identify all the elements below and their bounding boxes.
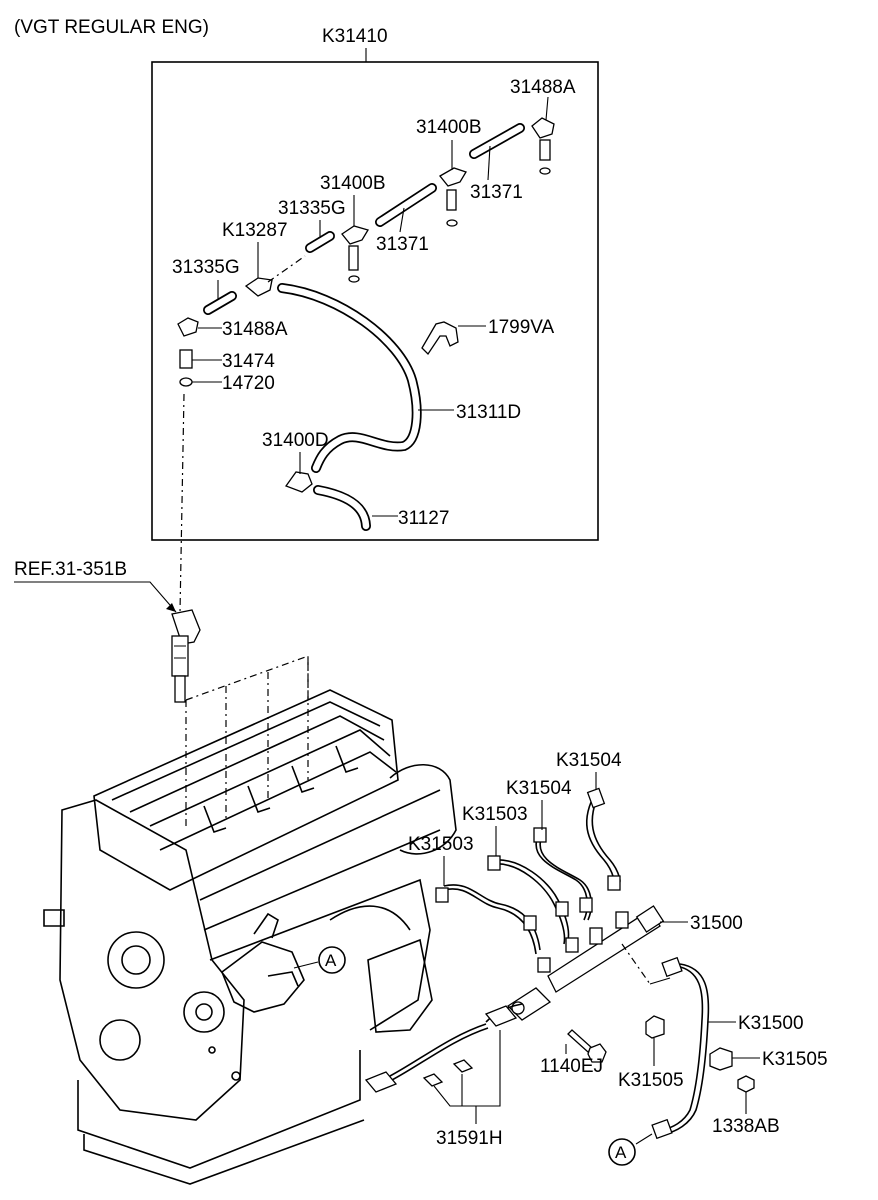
injection-pipe-K31503-b	[435, 884, 551, 973]
assembly-code-label: K31410	[322, 26, 388, 47]
connection-marker-a-lower: A	[608, 1133, 653, 1166]
label-31311D: 31311D	[456, 402, 521, 423]
label-K31504-b: K31504	[506, 778, 572, 799]
wiring-harness-31591H	[364, 1003, 523, 1093]
label-31371-middle: 31371	[376, 234, 429, 255]
rail-outlet-fitting	[615, 911, 629, 929]
label-14720: 14720	[222, 373, 275, 394]
clip-31474	[179, 349, 193, 369]
tee-connector-middle	[341, 225, 369, 283]
label-31488A-top: 31488A	[510, 77, 576, 98]
label-1799VA: 1799VA	[488, 317, 555, 338]
label-K31503-b: K31503	[408, 834, 474, 855]
clip-K31505-a	[645, 1015, 665, 1039]
label-31474: 31474	[222, 351, 275, 372]
svg-text:A: A	[325, 951, 337, 970]
return-line-assembly-box	[151, 61, 599, 541]
engine-block	[43, 655, 457, 1185]
return-hose-31371-upper	[469, 123, 525, 159]
label-K31505-a: K31505	[618, 1070, 684, 1091]
rail-outlet-fitting	[589, 927, 603, 945]
label-K31504-a: K31504	[556, 750, 622, 771]
bolt-1140EJ	[567, 1029, 607, 1063]
label-31500: 31500	[690, 913, 743, 934]
injection-pipe-K31504-b	[533, 827, 593, 921]
nut-1338AB	[737, 1075, 755, 1093]
clip-1799VA	[421, 321, 459, 356]
short-hose-31335G-upper	[305, 231, 335, 253]
connection-marker-a-upper: A	[293, 946, 346, 974]
common-rail-31500	[506, 905, 665, 1021]
label-1140EJ: 1140EJ	[540, 1056, 603, 1077]
injector-center-line	[179, 393, 185, 613]
label-K31503-a: K31503	[462, 804, 528, 825]
variant-title: (VGT REGULAR ENG)	[14, 17, 209, 38]
label-1338AB: 1338AB	[712, 1116, 780, 1137]
return-hose-31311D	[277, 283, 422, 473]
ref-leader	[14, 581, 177, 613]
return-connector-left	[177, 317, 199, 337]
injection-pipe-K31503-a	[487, 855, 579, 953]
rail-pressure-sensor-harness-K31500	[621, 943, 710, 1140]
label-31400B-upper: 31400B	[416, 117, 482, 138]
joint-K13287	[244, 255, 306, 297]
harness-leader	[433, 1030, 501, 1107]
label-31371-upper: 31371	[470, 182, 523, 203]
label-31335G-upper: 31335G	[278, 198, 346, 219]
tee-connector-upper	[439, 167, 467, 227]
label-31335G-left: 31335G	[172, 257, 240, 278]
label-31400B-middle: 31400B	[320, 173, 386, 194]
fuel-injector	[171, 609, 201, 703]
seal-14720	[179, 377, 193, 387]
label-K31500: K31500	[738, 1013, 804, 1034]
label-31127: 31127	[398, 508, 449, 529]
label-K13287: K13287	[222, 220, 288, 241]
label-31591H: 31591H	[436, 1128, 503, 1149]
return-connector-top	[531, 117, 555, 175]
injection-pipe-K31504-a	[586, 787, 621, 891]
label-31488A-left: 31488A	[222, 319, 288, 340]
clip-K31505-b	[709, 1047, 733, 1071]
svg-text:A: A	[615, 1143, 627, 1162]
label-K31505-b: K31505	[762, 1049, 828, 1070]
label-31400D: 31400D	[262, 430, 329, 451]
hose-31127	[313, 485, 371, 531]
short-hose-31335G-left	[203, 291, 237, 315]
return-hose-31371-middle	[375, 183, 437, 227]
ref-label: REF.31-351B	[14, 559, 127, 580]
connector-31400D	[284, 471, 313, 493]
